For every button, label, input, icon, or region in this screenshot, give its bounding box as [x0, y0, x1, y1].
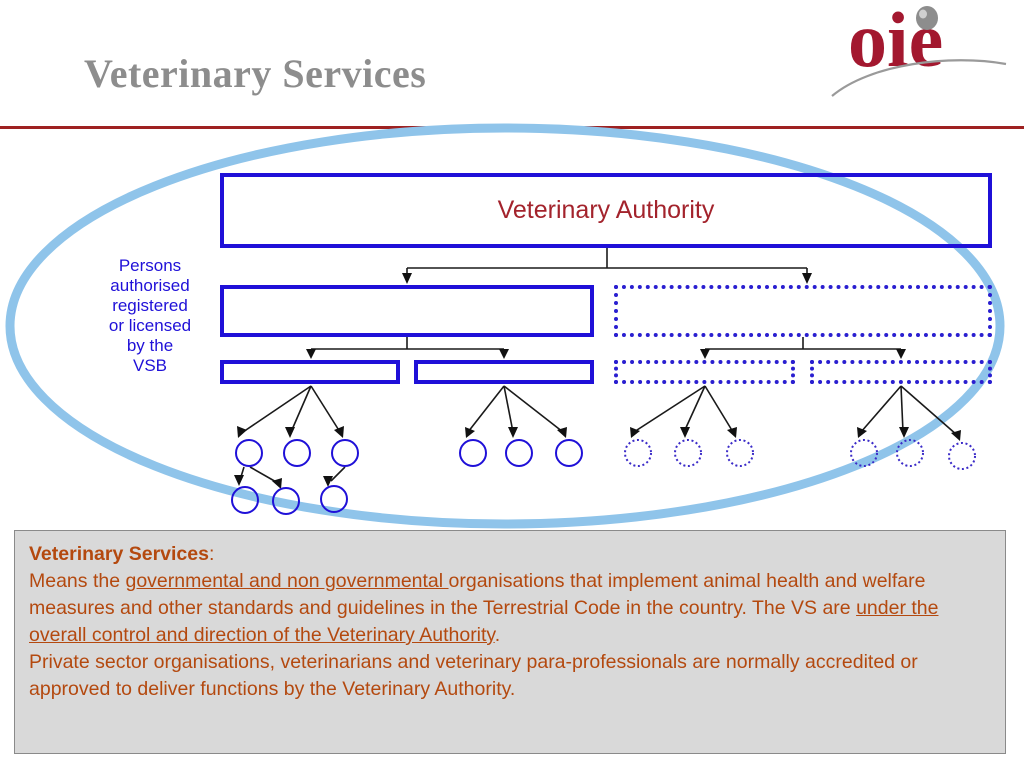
box-tier3-d[interactable]: [810, 360, 992, 384]
circle-group-dotted: [624, 439, 976, 470]
box-tier3-b[interactable]: [414, 360, 594, 384]
oie-sphere-highlight: [919, 9, 927, 19]
definition-line2-post: .: [494, 624, 501, 646]
oie-arc-icon: [831, 59, 1007, 97]
vsb-caption-line-6: VSB: [132, 356, 168, 375]
box-tier2-governmental[interactable]: [220, 285, 594, 337]
vsb-caption-line-1: Persons: [118, 256, 182, 275]
arrowheads: [234, 273, 961, 489]
definition-line1-post: organisations that implement animal heal…: [29, 570, 926, 619]
oie-logo: oie: [831, 4, 1007, 97]
vsb-caption-line-3: registered: [112, 296, 188, 315]
vsb-caption-line-4: or licensed: [108, 316, 192, 335]
definition-term: Veterinary Services: [29, 543, 209, 565]
definition-line1-pre: Means the: [29, 570, 126, 592]
definition-paragraph-2: Private sector organisations, veterinari…: [29, 651, 918, 700]
box-tier3-c[interactable]: [614, 360, 795, 384]
definition-panel: Veterinary Services: Means the governmen…: [14, 530, 1006, 754]
definition-term-suffix: :: [208, 543, 215, 565]
veterinary-authority-label: Veterinary Authority: [497, 196, 715, 224]
circle-group-solid: [231, 439, 583, 515]
box-tier2-non-governmental[interactable]: [614, 285, 992, 337]
box-veterinary-authority[interactable]: Veterinary Authority: [220, 173, 992, 248]
vsb-caption: Persons authorised registered or license…: [82, 256, 218, 376]
box-tier3-a[interactable]: [220, 360, 400, 384]
definition-line1-underline: governmental and non governmental: [125, 570, 449, 592]
org-chart-connectors: [231, 248, 976, 515]
definition-line2-underline: under the overall control and direction …: [29, 597, 939, 646]
definition-paragraph-1: Veterinary Services: Means the governmen…: [29, 541, 991, 649]
vsb-caption-line-5: by the: [126, 336, 174, 355]
page-title: Veterinary Services: [84, 51, 427, 96]
vsb-caption-line-2: authorised: [110, 276, 190, 295]
